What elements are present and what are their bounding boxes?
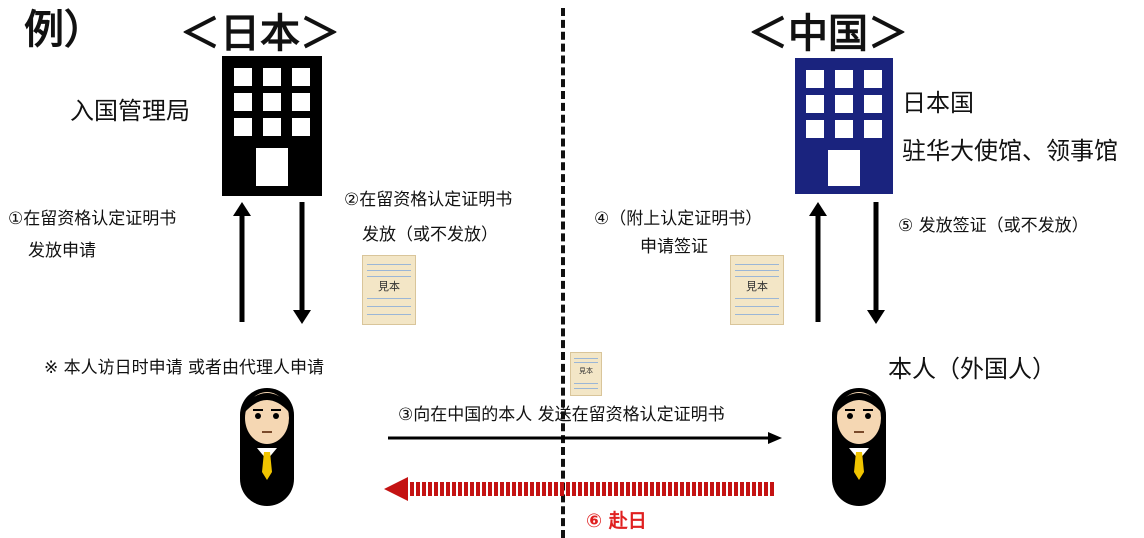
foreign-person-label: 本人（外国人） [888,355,1056,383]
immigration-office-label: 入国管理局 [70,97,190,125]
immigration-building-icon [222,56,322,196]
certificate-document-icon: 見本 [362,255,416,325]
embassy-label-line2: 驻华大使馆、领事馆 [902,137,1118,165]
step4-line2: 申请签证 [640,237,708,257]
china-heading: ＜中国＞ [748,11,908,57]
step2-line2: 发放（或不发放） [362,225,498,245]
certificate-sample-stamp: 見本 [378,279,400,293]
embassy-building-icon [795,58,893,194]
certificate-sample-stamp: 見本 [746,279,768,293]
arrow-right-icon [388,432,782,444]
step1-line2: 发放申请 [28,241,96,261]
step2-line1: ②在留资格认定证明书 [344,190,513,210]
certificate-sample-stamp: 見本 [579,367,593,376]
step1-line1: ①在留资格认定证明书 [8,209,177,229]
arrow-down-icon [867,202,885,324]
embassy-label-line1: 日本国 [902,89,974,117]
example-label: 例） [24,7,104,53]
center-divider [561,8,565,538]
person-avatar-icon [240,388,294,506]
certificate-document-icon: 見本 [730,255,784,325]
arrow-down-icon [293,202,311,324]
return-arrow-icon [384,477,776,501]
step5-label: ⑤ 发放签证（或不发放） [898,216,1089,236]
step3-label: ③向在中国的本人 发送在留资格认定证明书 [398,405,725,425]
step6-label: ⑥ 赴日 [586,510,647,532]
arrow-up-icon [809,202,827,322]
application-note: ※ 本人访日时申请 或者由代理人申请 [44,358,325,378]
person-avatar-icon [832,388,886,506]
step4-line1: ④（附上认定证明书） [594,209,763,229]
arrow-up-icon [233,202,251,322]
certificate-document-icon: 見本 [570,352,602,396]
japan-heading: ＜日本＞ [180,11,340,57]
